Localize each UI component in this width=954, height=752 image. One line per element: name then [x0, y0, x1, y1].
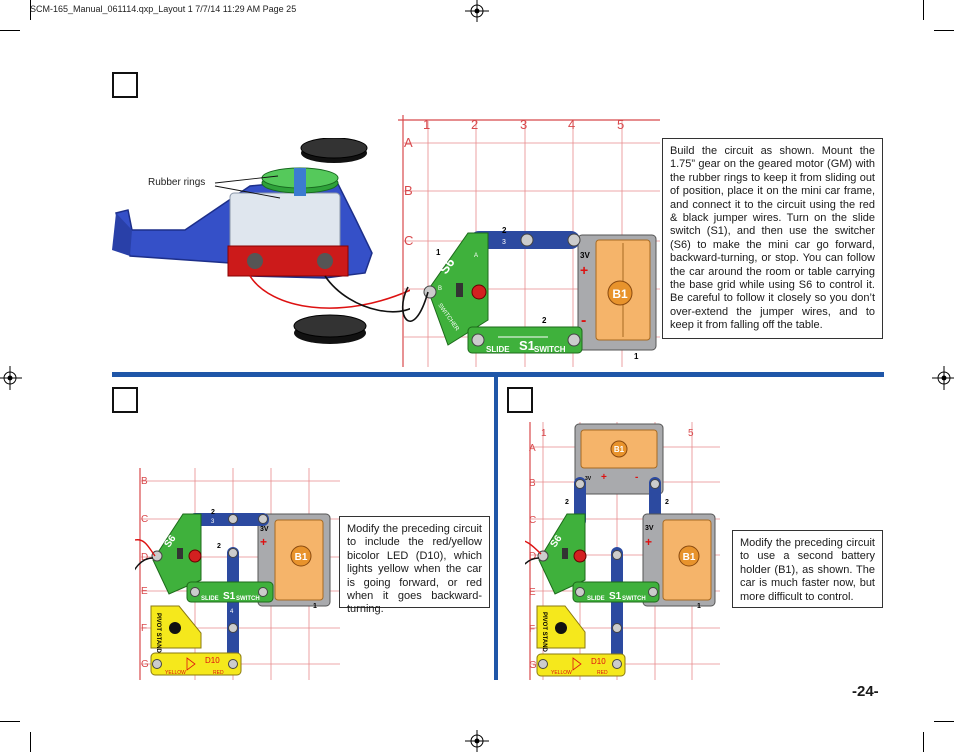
project-number-box — [112, 387, 138, 413]
crop-mark — [934, 30, 954, 31]
project-number-box — [112, 72, 138, 98]
led-yellow-label: YELLOW — [165, 670, 186, 676]
battery-label: B1 — [295, 552, 308, 563]
grid-col-label: 1 — [423, 117, 430, 132]
battery-label: B1 — [612, 287, 628, 301]
battery-plus: + — [580, 262, 588, 278]
level-number: 2 — [542, 316, 547, 325]
battery-plus: + — [601, 472, 607, 483]
bottom-left-circuit-grid: B C D E F G B1 3V + - 1 2 3 4 2 S6 SLIDE… — [135, 468, 340, 680]
level-number: 2 — [565, 499, 569, 506]
rubber-rings-label: Rubber rings — [148, 177, 206, 188]
crop-mark — [0, 30, 20, 31]
top-instructions: Build the circuit as shown. Mount the 1.… — [662, 138, 883, 339]
crop-mark — [30, 732, 31, 752]
level-number: 2 — [217, 543, 221, 550]
grid-row-label: C — [529, 515, 536, 526]
led-label: D10 — [205, 656, 220, 665]
grid-row-label: B — [141, 476, 148, 487]
switch-right-label: SWITCH — [622, 596, 646, 602]
bottom-right-circuit-grid: 1 5 A B C D E F G B1 + - 3V 2 2 B1 3V + … — [525, 422, 720, 680]
grid-col-label: 4 — [568, 117, 575, 132]
level-number: 1 — [697, 603, 701, 610]
switcher-pin-b: B — [438, 286, 442, 292]
pivot-label: PIVOT STAND — [541, 612, 547, 653]
level-number: 1 — [634, 352, 639, 361]
grid-row-label: A — [529, 443, 536, 454]
grid-row-label: E — [141, 586, 148, 597]
level-number: 2 — [502, 226, 507, 235]
switch-left-label: SLIDE — [587, 596, 605, 602]
switch-label: S1 — [223, 591, 236, 602]
led-red-label: RED — [213, 670, 224, 676]
grid-row-label: G — [529, 660, 537, 671]
crop-mark — [934, 721, 954, 722]
grid-row-label: E — [529, 587, 536, 598]
switch-label: S1 — [519, 338, 535, 353]
registration-mark-icon — [932, 366, 954, 390]
led-red-label: RED — [597, 670, 608, 676]
mini-car-illustration — [112, 138, 410, 344]
grid-row-label: F — [141, 623, 147, 634]
snap-number: 4 — [230, 609, 234, 615]
grid-col-label: 5 — [688, 428, 694, 439]
pivot-label: PIVOT STAND — [155, 613, 161, 654]
grid-row-label: G — [141, 659, 149, 670]
switch-label: S1 — [609, 591, 622, 602]
switch-right-label: SWITCH — [236, 596, 260, 602]
file-slug: SCM-165_Manual_061114.qxp_Layout 1 7/7/1… — [30, 4, 297, 14]
grid-row-label: A — [404, 135, 413, 150]
column-divider — [494, 377, 498, 680]
battery-label: B1 — [614, 445, 625, 454]
project-number-box — [507, 387, 533, 413]
battery-plus: + — [260, 535, 267, 549]
crop-mark — [923, 732, 924, 752]
crop-mark — [0, 721, 20, 722]
led-label: D10 — [591, 657, 606, 666]
grid-row-label: C — [404, 233, 413, 248]
switcher-label: S6 — [436, 255, 457, 277]
level-number: 1 — [313, 603, 317, 610]
top-circuit-grid: 1 2 3 4 5 A B C B1 3V + - 1 2 3 S6 SWITC… — [398, 115, 660, 367]
switch-left-label: SLIDE — [486, 345, 510, 354]
battery-voltage: 3V — [260, 526, 269, 533]
bottom-right-instructions: Modify the preceding circuit to use a se… — [732, 530, 883, 608]
battery-plus: + — [645, 535, 652, 549]
led-yellow-label: YELLOW — [551, 670, 572, 676]
battery-voltage: 3V — [645, 525, 654, 532]
switch-right-label: SWITCH — [534, 345, 566, 354]
bottom-left-instructions: Modify the preceding circuit to include … — [339, 516, 490, 615]
snap-number: 3 — [502, 239, 506, 246]
registration-mark-icon — [465, 730, 489, 752]
grid-row-label: B — [529, 478, 536, 489]
grid-col-label: 1 — [541, 428, 547, 439]
battery-minus: - — [581, 312, 586, 329]
grid-row-label: C — [141, 514, 148, 525]
section-divider — [112, 372, 884, 377]
switch-left-label: SLIDE — [201, 596, 219, 602]
grid-col-label: 3 — [520, 117, 527, 132]
grid-row-label: D — [529, 551, 536, 562]
crop-mark — [923, 0, 924, 20]
grid-row-label: F — [529, 624, 535, 635]
snap-number: 3 — [211, 519, 215, 525]
crop-mark — [30, 0, 31, 20]
switcher-pin-a: A — [474, 253, 478, 259]
battery-voltage: 3V — [580, 251, 590, 260]
page-number: -24- — [852, 683, 879, 700]
battery-label: B1 — [683, 552, 696, 563]
registration-mark-icon — [0, 366, 22, 390]
battery-minus: - — [635, 472, 638, 483]
grid-col-label: 2 — [471, 117, 478, 132]
grid-row-label: D — [141, 552, 148, 563]
grid-row-label: B — [404, 183, 413, 198]
grid-col-label: 5 — [617, 117, 624, 132]
registration-mark-icon — [465, 0, 489, 22]
battery-voltage: 3V — [585, 476, 592, 482]
level-number: 2 — [211, 509, 215, 516]
level-number: 1 — [436, 248, 441, 257]
level-number: 2 — [665, 499, 669, 506]
